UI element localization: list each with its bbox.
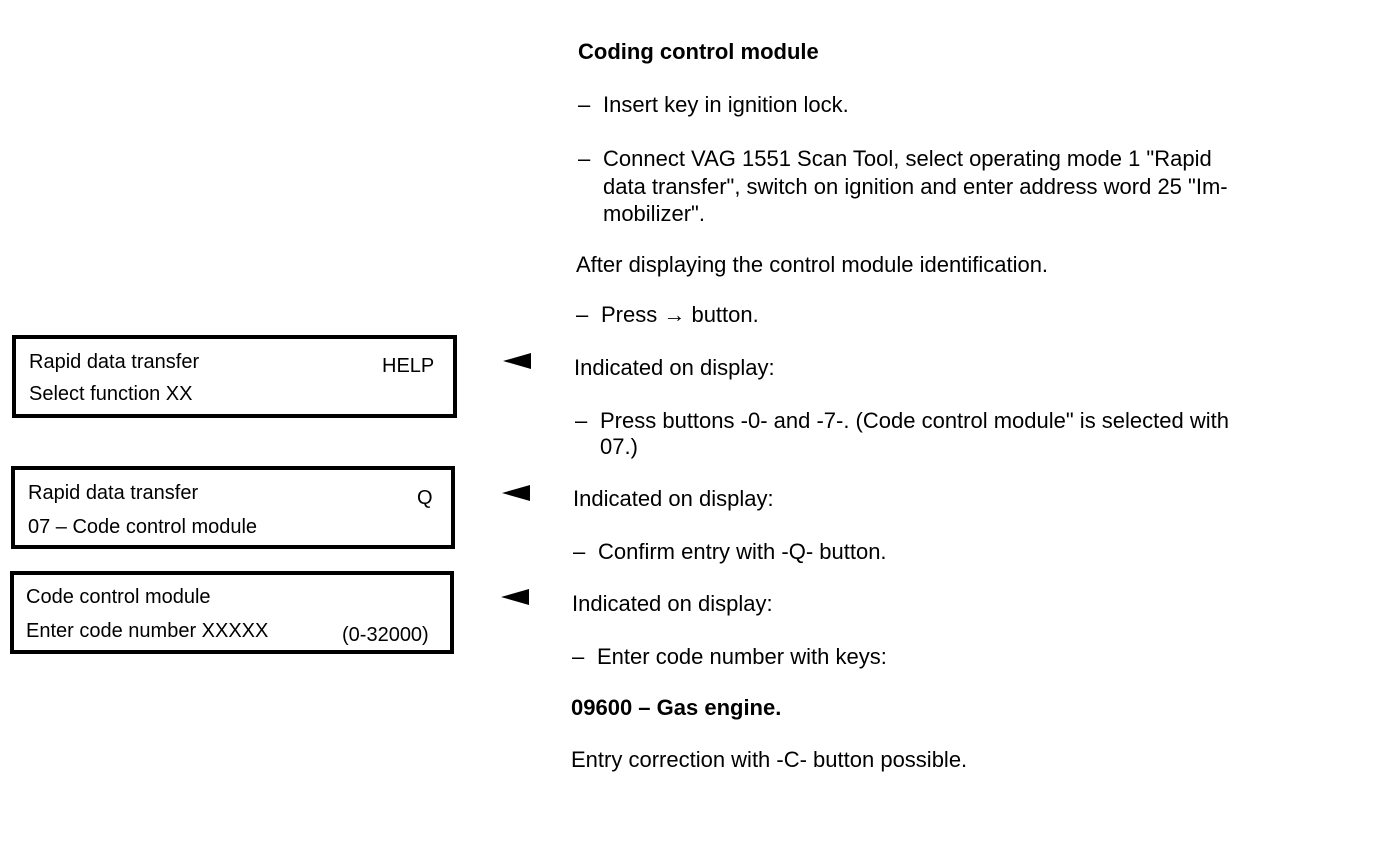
display-range: (0-32000) bbox=[342, 624, 429, 646]
page-title: Coding control module bbox=[578, 39, 819, 64]
step-text-line-1: Connect VAG 1551 Scan Tool, select opera… bbox=[603, 146, 1212, 171]
step-text-line-2: data transfer", switch on ignition and e… bbox=[603, 174, 1228, 199]
text-indicated-on-display-2: Indicated on display: bbox=[573, 486, 774, 511]
step-text: Confirm entry with -Q- button. bbox=[598, 539, 887, 564]
step-text: Insert key in ignition lock. bbox=[603, 92, 849, 117]
bullet-dash: – bbox=[572, 644, 585, 669]
display-box-code-control: Rapid data transfer 07 – Code control mo… bbox=[11, 466, 455, 549]
step-text-line-1: Press buttons -0- and -7-. (Code control… bbox=[600, 408, 1229, 433]
text-after-display: After displaying the control module iden… bbox=[576, 252, 1049, 277]
display-status-q: Q bbox=[417, 487, 433, 509]
bullet-dash: – bbox=[573, 539, 586, 564]
bullet-dash: – bbox=[576, 302, 589, 327]
display-box-enter-code: Code control module Enter code number XX… bbox=[10, 571, 454, 654]
pointer-arrow-icon bbox=[501, 589, 529, 605]
text-entry-correction: Entry correction with -C- button possibl… bbox=[571, 747, 968, 772]
bullet-dash: – bbox=[578, 146, 591, 171]
display-line-2: 07 – Code control module bbox=[28, 516, 258, 538]
text-indicated-on-display-3: Indicated on display: bbox=[572, 591, 773, 616]
step-text-line-3: mobilizer". bbox=[603, 201, 705, 226]
pointer-arrow-icon bbox=[503, 353, 531, 369]
pointer-arrow-icon bbox=[502, 485, 530, 501]
step-text-line-2: 07.) bbox=[600, 434, 638, 459]
display-line-1: Rapid data transfer bbox=[29, 351, 200, 373]
display-box-select-function: Rapid data transfer Select function XX H… bbox=[12, 335, 457, 418]
display-line-2: Enter code number XXXXX bbox=[26, 620, 269, 642]
display-status-help: HELP bbox=[382, 355, 435, 377]
code-value-gas-engine: 09600 – Gas engine. bbox=[571, 695, 782, 720]
bullet-dash: – bbox=[578, 92, 591, 117]
step-text: Enter code number with keys: bbox=[597, 644, 887, 669]
bullet-dash: – bbox=[575, 408, 588, 433]
text-indicated-on-display-1: Indicated on display: bbox=[574, 355, 775, 380]
display-line-1: Rapid data transfer bbox=[28, 482, 199, 504]
step-text: Press → button. bbox=[601, 302, 759, 327]
display-line-2: Select function XX bbox=[29, 383, 193, 405]
display-line-1: Code control module bbox=[26, 586, 211, 608]
